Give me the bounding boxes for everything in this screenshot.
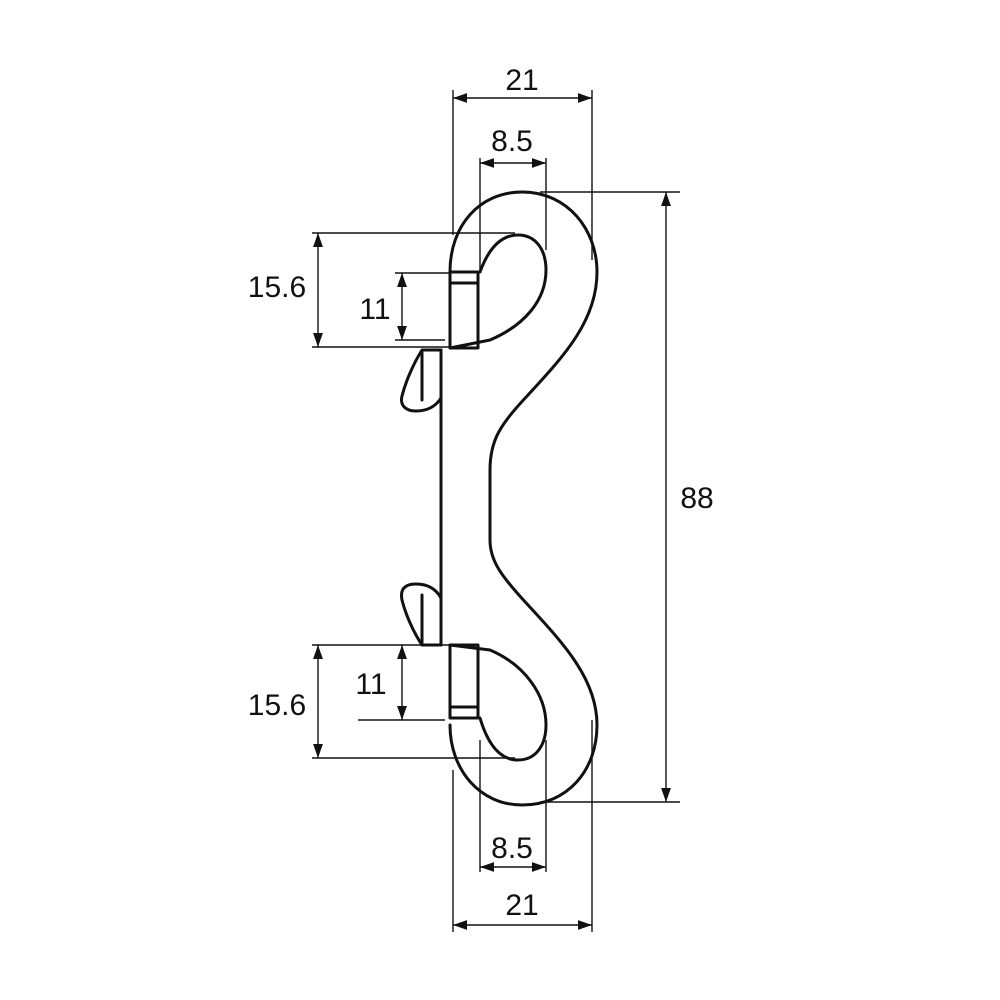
bottom-gate [448, 643, 480, 720]
label-top-width: 21 [505, 64, 538, 97]
label-top-inner-width: 8.5 [491, 125, 533, 158]
label-bottom-width: 21 [505, 889, 538, 922]
label-top-gate-height: 11 [359, 293, 390, 326]
dimension-lines [313, 93, 671, 930]
hook-body-outer [448, 190, 599, 807]
label-bottom-gate-height: 11 [355, 668, 386, 701]
extension-lines [312, 90, 680, 932]
label-total-length: 88 [680, 482, 713, 515]
top-trigger [400, 348, 443, 413]
label-bottom-inner-width: 8.5 [491, 832, 533, 865]
bottom-eye-inner [448, 643, 548, 762]
top-eye-inner [448, 233, 548, 350]
label-top-outer-height: 15.6 [248, 271, 306, 304]
dimension-labels: 21 8.5 15.6 11 88 11 15.6 8.5 21 [248, 64, 714, 922]
bottom-trigger [400, 582, 443, 647]
label-bottom-outer-height: 15.6 [248, 689, 306, 722]
snap-hook-outline [400, 190, 599, 807]
top-gate [448, 270, 480, 350]
